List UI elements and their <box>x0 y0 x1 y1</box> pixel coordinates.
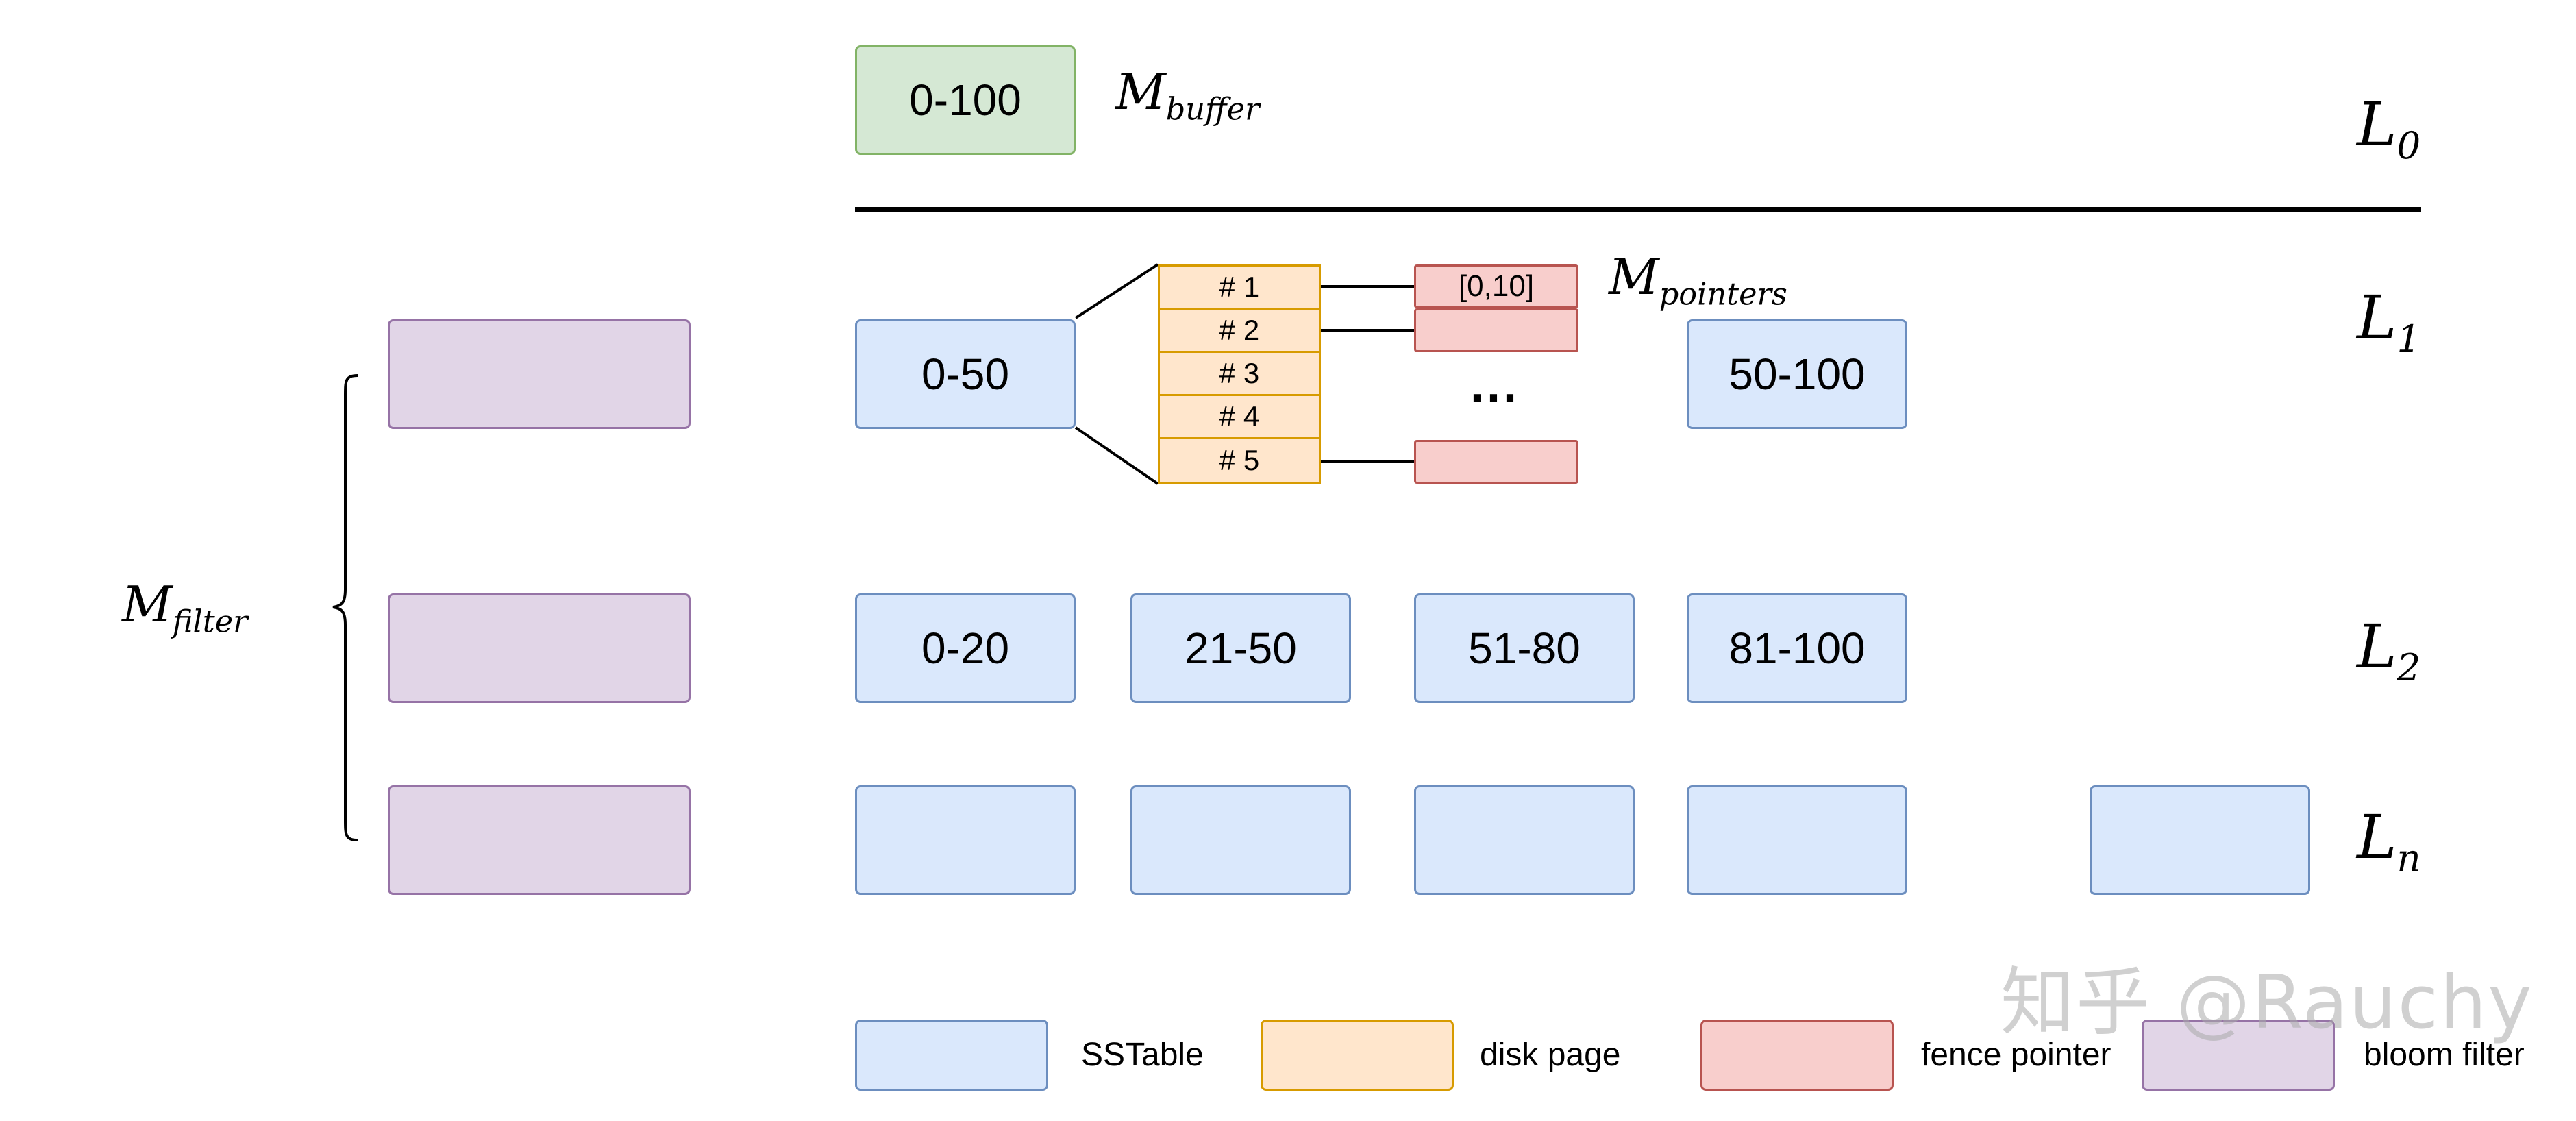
bloom-filter-l2 <box>388 593 691 703</box>
legend-sstable-label: SSTable <box>1081 1037 1204 1073</box>
pointers-memory-label: Mpointers <box>1609 248 1787 312</box>
legend-fence-pointer-label: fence pointer <box>1921 1037 2111 1073</box>
disk-page-5: # 5 <box>1158 437 1321 484</box>
disk-page-4: # 4 <box>1158 394 1321 439</box>
watermark-text: 知乎 @Rauchy <box>2001 960 2534 1046</box>
sstable-l2-0: 0-20 <box>855 593 1076 703</box>
sstable-range: 21-50 <box>1185 624 1297 673</box>
disk-page-label: # 1 <box>1219 271 1260 303</box>
legend-fence-pointer-swatch <box>1700 1020 1894 1091</box>
sstable-ln-3 <box>1687 785 1907 895</box>
disk-page-2: # 2 <box>1158 308 1321 353</box>
sstable-ln-4 <box>2090 785 2310 895</box>
legend-disk-page-swatch <box>1261 1020 1454 1091</box>
bloom-filter-ln <box>388 785 691 895</box>
sstable-ln-1 <box>1130 785 1351 895</box>
sstable-l1-0: 0-50 <box>855 319 1076 429</box>
sstable-range: 81-100 <box>1729 624 1866 673</box>
sstable-l1-1: 50-100 <box>1687 319 1907 429</box>
level-0-label: L0 <box>2357 89 2421 168</box>
legend-disk-page-label: disk page <box>1480 1037 1621 1073</box>
buffer-memory-label: Mbuffer <box>1115 63 1260 127</box>
disk-page-label: # 2 <box>1219 314 1260 346</box>
level-1-label: L1 <box>2357 282 2421 361</box>
disk-page-label: # 3 <box>1219 357 1260 389</box>
legend-bloom-filter-label: bloom filter <box>2364 1037 2525 1073</box>
fence-pointer-ellipsis: ... <box>1470 358 1520 412</box>
sstable-range: 51-80 <box>1468 624 1581 673</box>
fence-pointer-1: [0,10] <box>1414 264 1578 308</box>
fence-pointer-2 <box>1414 308 1578 352</box>
disk-page-3: # 3 <box>1158 351 1321 396</box>
sstable-ln-0 <box>855 785 1076 895</box>
sstable-range: 50-100 <box>1729 349 1866 399</box>
buffer-range: 0-100 <box>909 75 1021 125</box>
legend-bloom-filter-swatch <box>2142 1020 2335 1091</box>
filter-memory-label: Mfilter <box>122 576 248 640</box>
level-n-label: Ln <box>2357 802 2421 880</box>
disk-page-label: # 5 <box>1219 444 1260 476</box>
legend-sstable-swatch <box>855 1020 1048 1091</box>
fence-pointer-5 <box>1414 440 1578 484</box>
sstable-l2-3: 81-100 <box>1687 593 1907 703</box>
fence-pointer-range: [0,10] <box>1458 269 1535 303</box>
disk-page-label: # 4 <box>1219 400 1260 432</box>
level-2-label: L2 <box>2357 611 2421 690</box>
filter-brace <box>332 374 358 841</box>
sstable-l2-2: 51-80 <box>1414 593 1635 703</box>
sstable-l2-1: 21-50 <box>1130 593 1351 703</box>
zoom-line-top <box>1074 263 1159 319</box>
bloom-filter-l1 <box>388 319 691 429</box>
zoom-line-bottom <box>1074 426 1159 485</box>
sstable-range: 0-20 <box>921 624 1010 673</box>
buffer-box: 0-100 <box>855 45 1076 155</box>
sstable-range: 0-50 <box>921 349 1010 399</box>
sstable-ln-2 <box>1414 785 1635 895</box>
disk-page-1: # 1 <box>1158 264 1321 310</box>
